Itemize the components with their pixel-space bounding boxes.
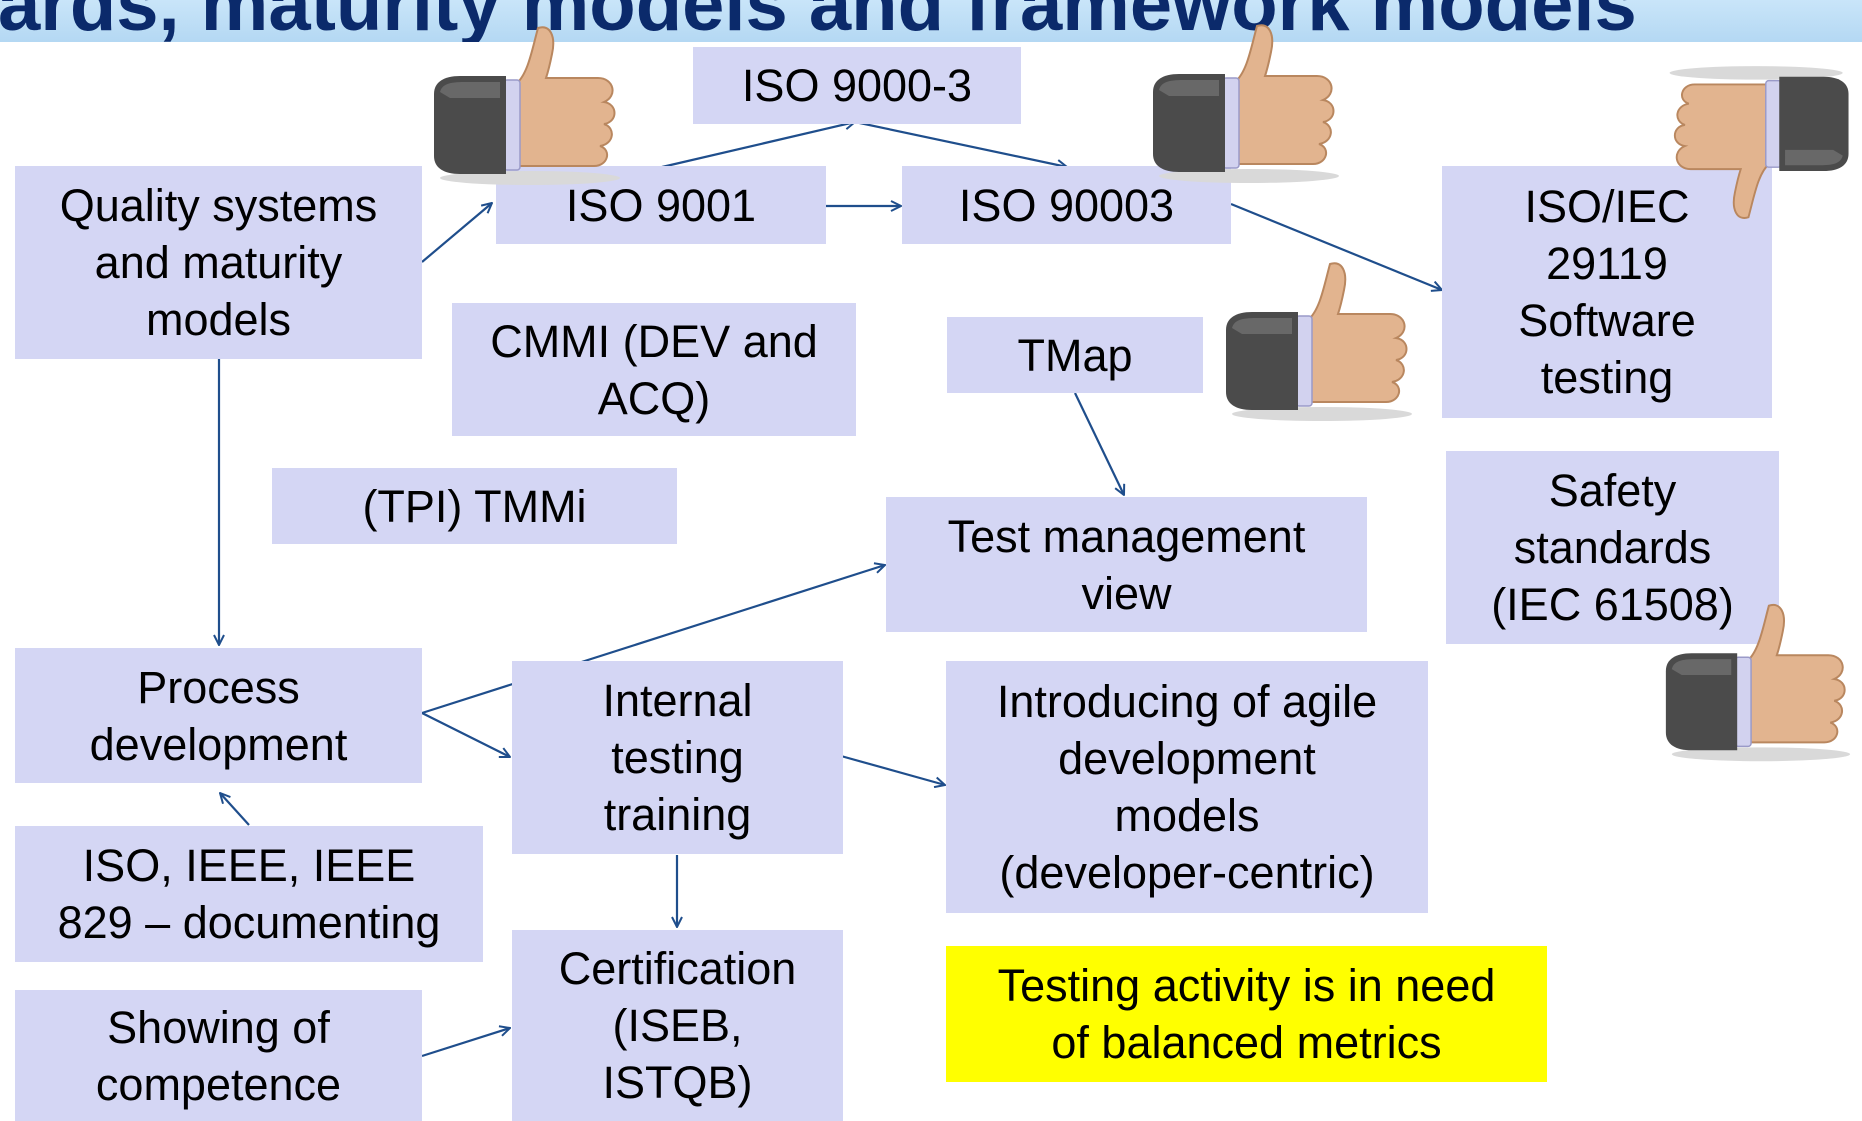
node-tpi-tmmi: (TPI) TMMi xyxy=(272,468,677,544)
node-quality-systems: Quality systems and maturity models xyxy=(15,166,422,359)
note-balanced-metrics: Testing activity is in need of balanced … xyxy=(946,946,1547,1082)
thumbs-up-icon xyxy=(1665,603,1851,762)
slide-title: ards, maturity models and framework mode… xyxy=(0,0,1637,42)
node-test-management-view: Test management view xyxy=(886,497,1367,632)
arrow-quality-to-iso9001 xyxy=(421,203,492,263)
thumbs-up-icon xyxy=(1226,262,1412,421)
arrow-iso829-to-process xyxy=(220,793,250,826)
node-showing-competence: Showing of competence xyxy=(15,990,422,1121)
node-safety-standards: Safety standards (IEC 61508) xyxy=(1446,451,1779,644)
node-iso-iec-29119: ISO/IEC 29119 Software testing xyxy=(1442,166,1772,418)
arrow-iso90003-to-iso29119 xyxy=(1230,202,1442,290)
node-iso-9001: ISO 9001 xyxy=(496,166,826,244)
node-internal-testing-training: Internal testing training xyxy=(512,661,843,854)
arrow-process-to-testmgmt xyxy=(421,565,885,715)
thumbs-up-icon xyxy=(434,26,620,185)
thumbs-up-icon xyxy=(1153,24,1339,183)
thumbs-down-icon xyxy=(1669,66,1849,219)
title-bar: ards, maturity models and framework mode… xyxy=(0,0,1862,42)
arrow-process-to-training xyxy=(421,712,510,757)
arrow-tmap-to-testmgmt xyxy=(1074,392,1124,495)
node-process-development: Process development xyxy=(15,648,422,783)
node-cmmi: CMMI (DEV and ACQ) xyxy=(452,303,856,436)
arrow-iso9000-3-to-iso90003 xyxy=(854,120,1067,167)
node-iso-9000-3: ISO 9000-3 xyxy=(693,47,1021,124)
arrow-competence-to-certification xyxy=(421,1028,510,1058)
node-iso-ieee-829: ISO, IEEE, IEEE 829 – documenting xyxy=(15,826,483,962)
node-agile-models: Introducing of agile development models … xyxy=(946,661,1428,913)
node-certification: Certification (ISEB, ISTQB) xyxy=(512,930,843,1121)
arrow-iso9001-to-iso9000-3 xyxy=(661,122,855,169)
arrow-training-to-agile xyxy=(840,754,945,785)
node-tmap: TMap xyxy=(947,317,1203,393)
